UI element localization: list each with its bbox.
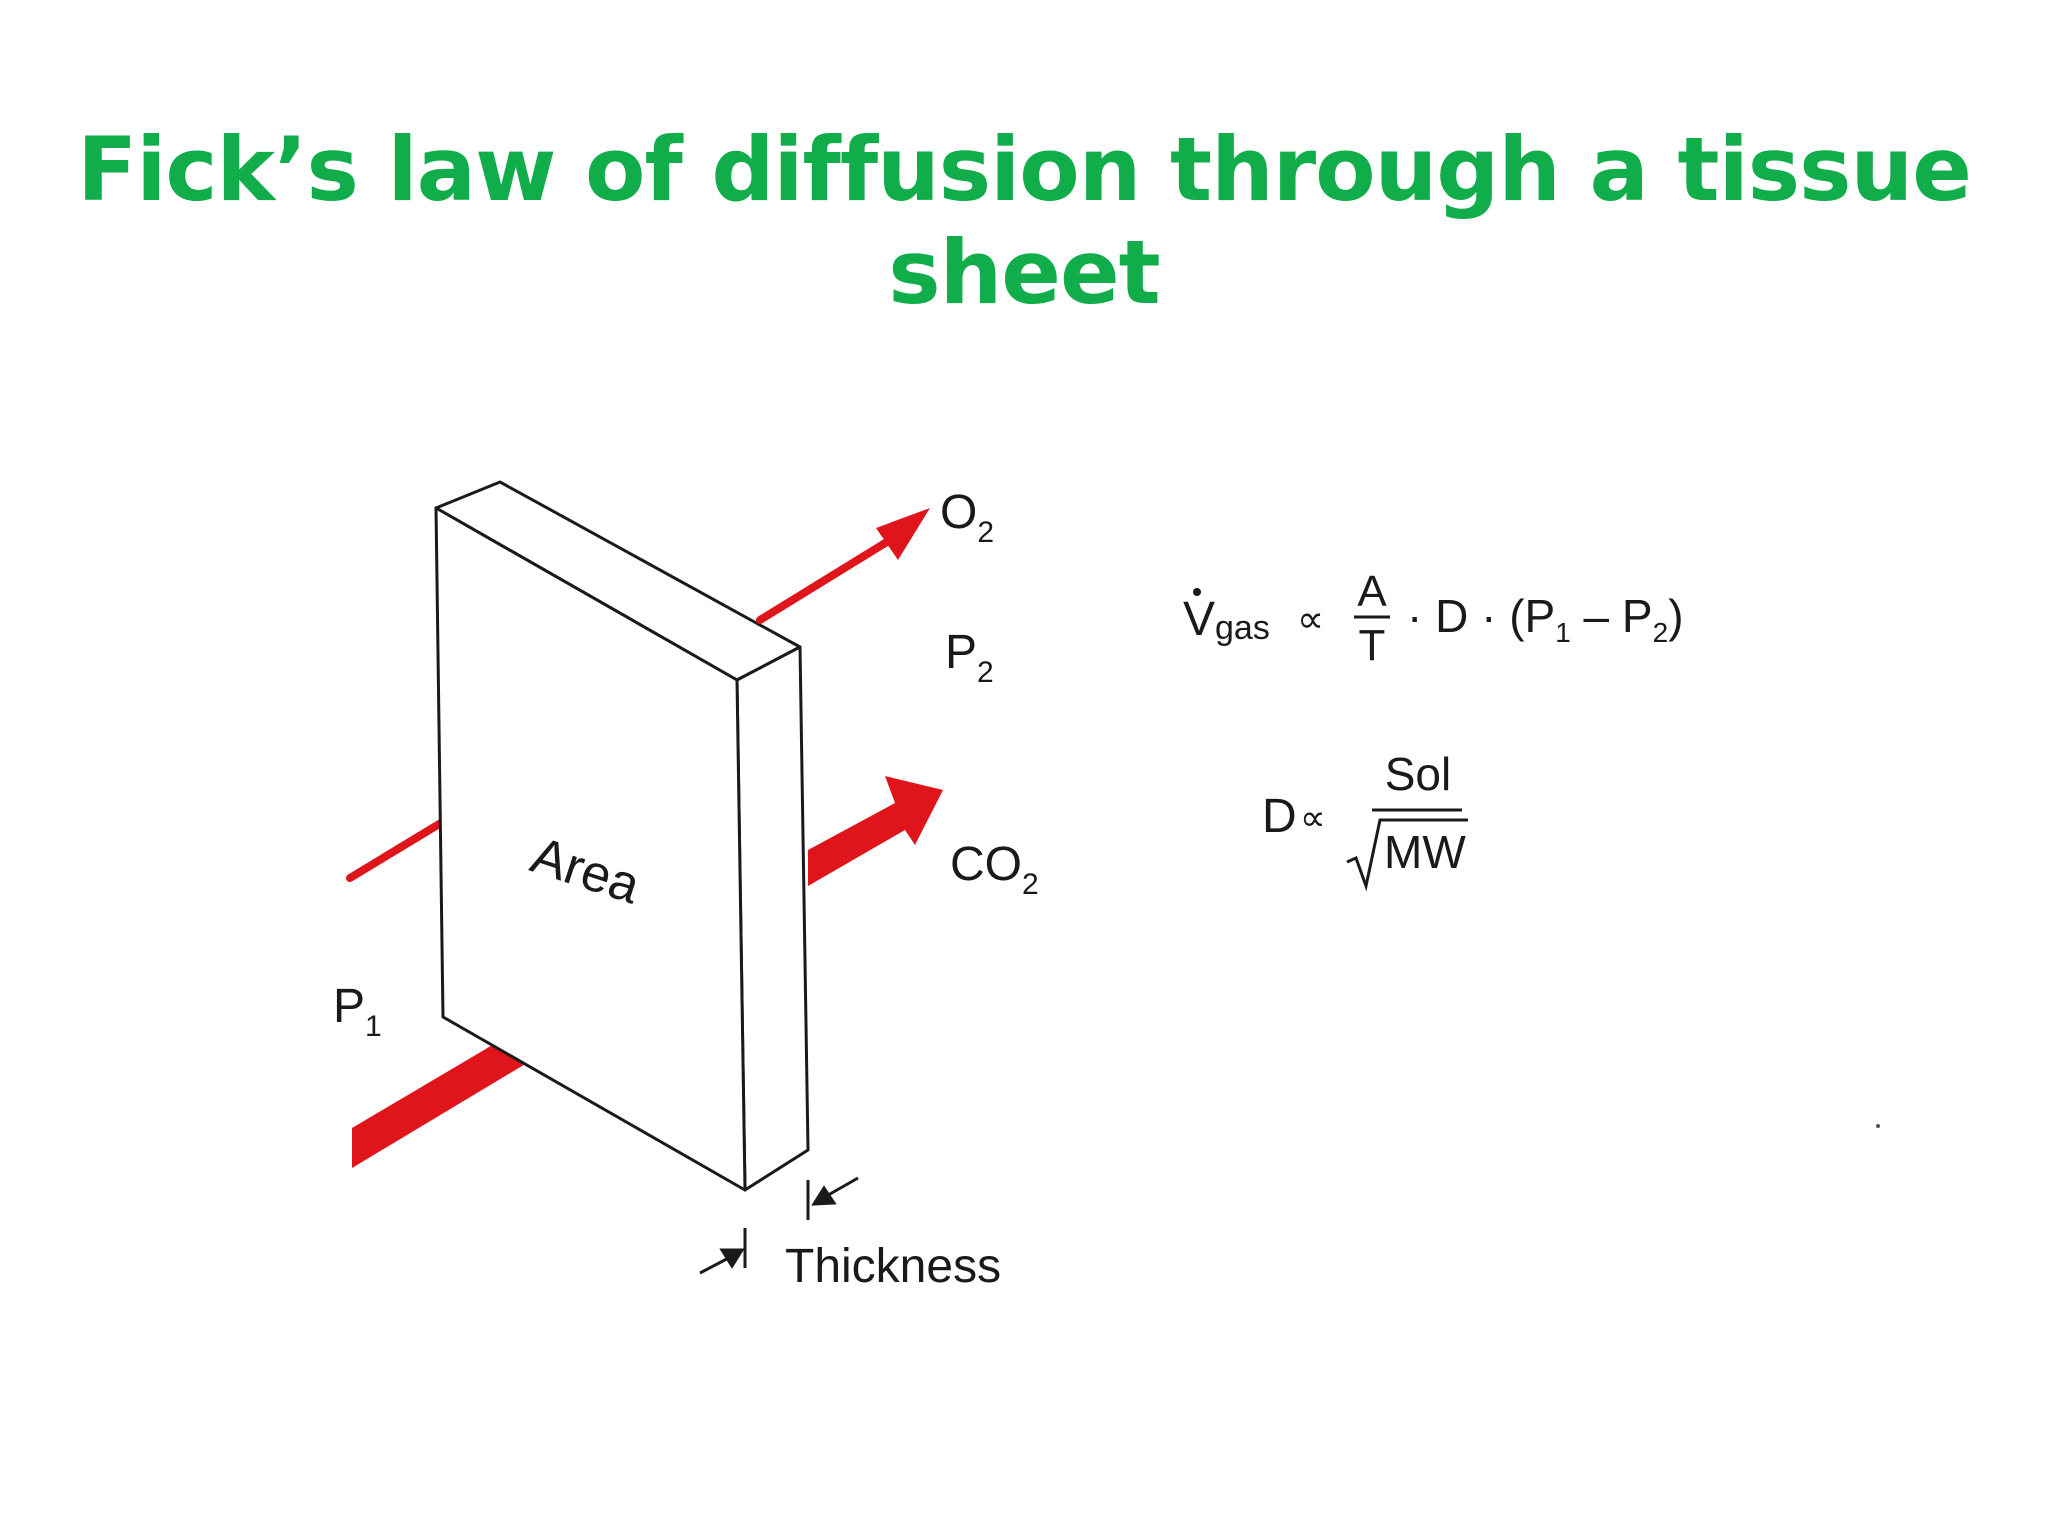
svg-text:∝: ∝ — [1300, 797, 1326, 838]
co2-label: CO2 — [950, 838, 1039, 901]
o2-flow-line-front — [756, 536, 894, 624]
o2-label: O2 — [940, 486, 994, 549]
p1-label: P1 — [333, 980, 382, 1043]
o2-arrowhead — [876, 508, 930, 560]
co2-flow-band-front — [808, 776, 943, 886]
tissue-sheet — [434, 480, 810, 1192]
svg-text:Vgas: Vgas — [1183, 593, 1270, 647]
sheet-side-face — [735, 645, 810, 1192]
svg-text:T: T — [1359, 621, 1386, 670]
svg-text:Sol: Sol — [1385, 748, 1451, 800]
svg-text:D: D — [1262, 790, 1297, 843]
thickness-markers — [699, 1176, 859, 1275]
svg-text:∝: ∝ — [1297, 599, 1324, 641]
sqrt-symbol — [1346, 818, 1468, 892]
thickness-label: Thickness — [785, 1240, 1001, 1293]
speck — [1876, 1124, 1880, 1128]
svg-text:MW: MW — [1384, 826, 1466, 878]
p2-label: P2 — [945, 626, 994, 689]
svg-text:· D · (P1 – P2): · D · (P1 – P2) — [1407, 590, 1684, 648]
sheet-front-face — [434, 506, 747, 1192]
equation-flow-rate: Vgas ∝ A T · D · (P1 – P2) — [1183, 567, 1684, 670]
slide-title: Fick’s law of diffusion through a tissue… — [77, 118, 1972, 324]
svg-text:A: A — [1357, 567, 1387, 616]
v-dot — [1193, 588, 1201, 596]
equation-diffusion-constant: D ∝ Sol MW — [1262, 748, 1468, 892]
